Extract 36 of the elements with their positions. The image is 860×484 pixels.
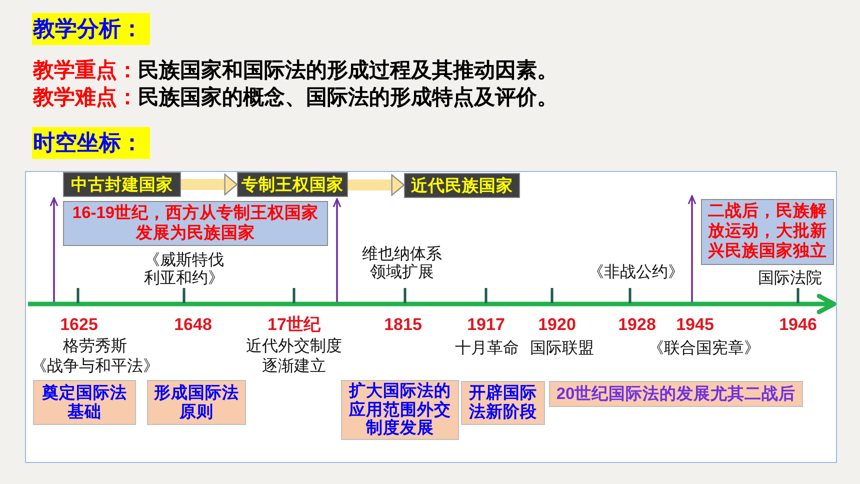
event-label: 国际联盟 xyxy=(530,339,594,359)
text-box: 20世纪国际法的发展尤其二战后 xyxy=(549,381,803,407)
text-box: 开辟国际法新阶段 xyxy=(461,381,545,425)
callout-box: 16-19世纪，西方从专制王权国家发展为民族国家 xyxy=(63,201,328,246)
description-text: 民族国家和国际法的形成过程及其推动因素。 xyxy=(138,58,558,83)
text-box: 扩大国际法的应用范围外交制度发展 xyxy=(341,380,459,440)
topic-label: 教学难点： xyxy=(33,85,138,110)
event-label: 《非战公约》 xyxy=(588,264,684,282)
stage-box: 中古封建国家 xyxy=(63,172,181,197)
callout-box: 二战后，民族解放运动，大批新兴民族国家独立 xyxy=(701,199,834,265)
event-label: 近代外交制度逐渐建立 xyxy=(245,337,343,377)
description-text: 民族国家的概念、国际法的形成特点及评价。 xyxy=(138,85,558,110)
year-label: 1920 xyxy=(538,315,576,335)
text-box: 奠定国际法基础 xyxy=(33,380,136,425)
block-arrow xyxy=(348,174,405,196)
event-label: 格劳秀斯《战争与和平法》 xyxy=(30,337,160,377)
stage-box: 专制王权国家 xyxy=(237,172,348,197)
year-label: 1648 xyxy=(174,315,212,335)
year-label: 1815 xyxy=(384,315,422,335)
event-label: 维也纳体系领域扩展 xyxy=(361,246,443,282)
event-label: 《威斯特伐利亚和约》 xyxy=(143,252,225,288)
section-heading: 时空坐标： xyxy=(32,127,150,159)
year-label: 1946 xyxy=(779,315,817,335)
text-box: 形成国际法原则 xyxy=(147,380,246,425)
section-heading: 教学分析： xyxy=(32,13,150,45)
stage-box: 近代民族国家 xyxy=(404,173,520,198)
year-label: 1625 xyxy=(60,315,98,335)
event-label: 《联合国宪章》 xyxy=(648,339,760,359)
event-label: 国际法院 xyxy=(758,270,822,288)
topic-label: 教学重点： xyxy=(33,58,138,83)
block-arrow xyxy=(181,174,238,196)
year-label: 1945 xyxy=(676,315,714,335)
year-label: 17世纪 xyxy=(268,315,320,335)
year-label: 1917 xyxy=(467,315,505,335)
event-label: 十月革命 xyxy=(455,339,519,359)
year-label: 1928 xyxy=(618,315,656,335)
